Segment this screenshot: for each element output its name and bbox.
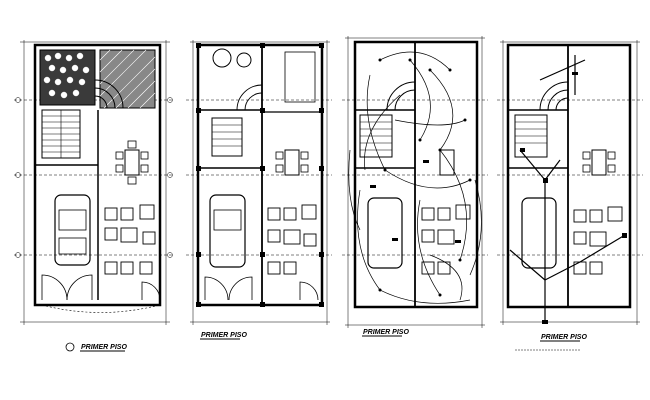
car-symbol bbox=[54, 194, 91, 266]
car-symbol bbox=[521, 197, 557, 269]
plan-electrical bbox=[342, 36, 488, 337]
plumbing-pipes bbox=[509, 55, 626, 322]
dining-table bbox=[124, 149, 140, 176]
grid-lines bbox=[14, 40, 173, 325]
living-furniture bbox=[104, 204, 156, 275]
grid-lines bbox=[186, 40, 332, 325]
plan-caption: PRIMER PISO bbox=[541, 334, 587, 341]
car-symbol bbox=[209, 194, 246, 268]
dining-table bbox=[439, 149, 455, 176]
dining-table bbox=[284, 149, 300, 176]
electrical-wiring bbox=[348, 51, 482, 304]
plan-architectural bbox=[14, 40, 173, 352]
garden-texture bbox=[43, 52, 90, 99]
grid-lines bbox=[497, 40, 643, 325]
plumbing-fixtures bbox=[520, 72, 627, 324]
plan-structural bbox=[186, 40, 332, 340]
plan-caption: PRIMER PISO bbox=[363, 329, 409, 336]
plan-caption: PRIMER PISO bbox=[81, 344, 127, 351]
patio-area bbox=[99, 49, 156, 109]
dining-table bbox=[591, 149, 607, 176]
living-furniture bbox=[267, 204, 317, 275]
outer-wall bbox=[353, 40, 479, 309]
electrical-outlets bbox=[370, 58, 472, 297]
outer-wall bbox=[506, 43, 632, 309]
living-furniture bbox=[573, 206, 623, 275]
plan-caption: PRIMER PISO bbox=[201, 332, 247, 339]
plan-plumbing bbox=[497, 40, 643, 351]
car-symbol bbox=[367, 197, 403, 269]
outer-wall bbox=[33, 43, 162, 307]
columns bbox=[196, 43, 324, 307]
